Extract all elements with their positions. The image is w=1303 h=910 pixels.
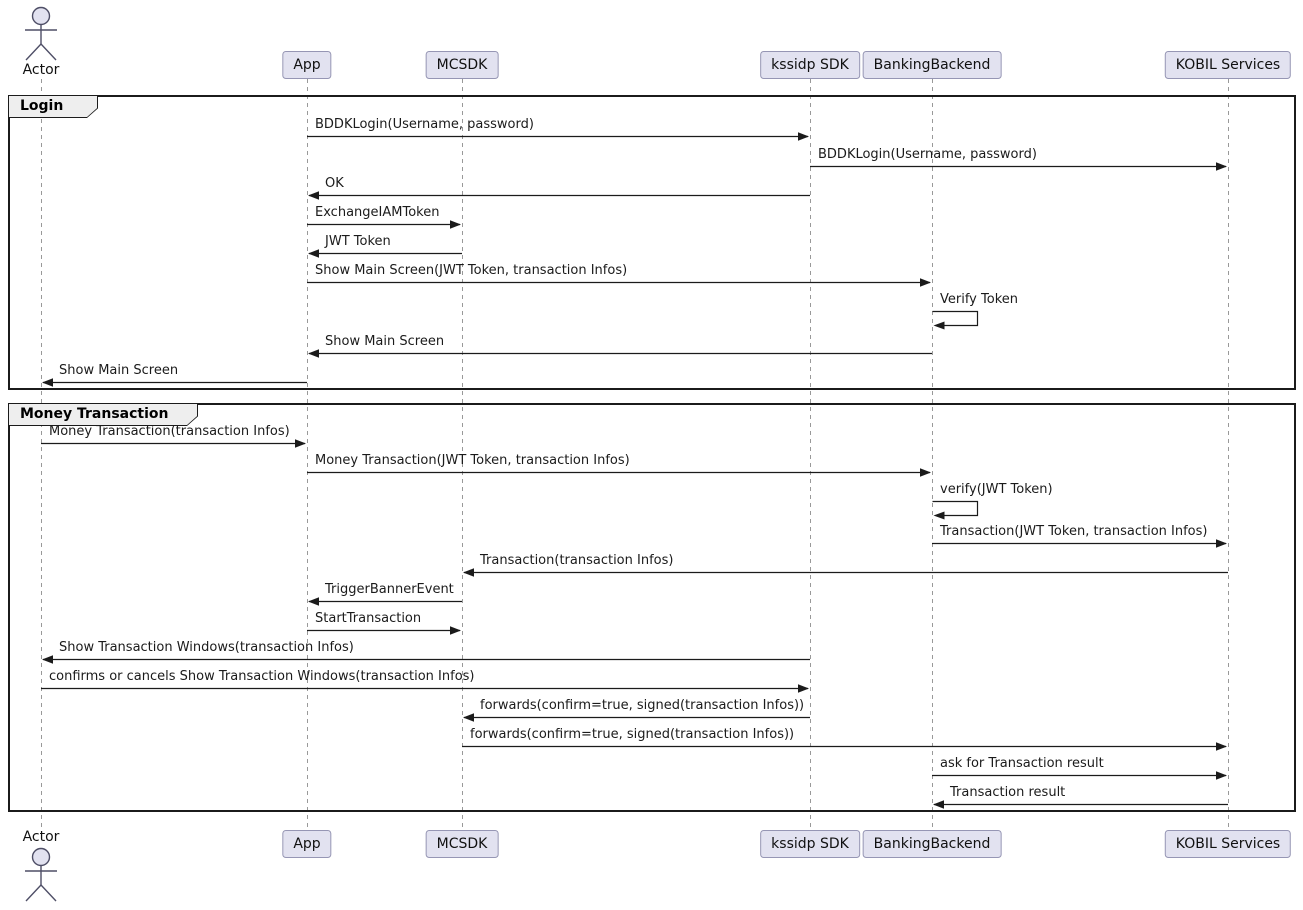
message-label-6: Verify Token <box>940 292 1018 307</box>
participant-box-kobil-bottom: KOBIL Services <box>1164 830 1292 858</box>
message-label-0: BDDKLogin(Username, password) <box>315 117 534 132</box>
actor-label-bottom: Actor <box>22 829 60 845</box>
participant-box-app-top: App <box>282 51 332 79</box>
message-label-13: Transaction(transaction Infos) <box>480 553 674 568</box>
message-label-19: forwards(confirm=true, signed(transactio… <box>470 727 795 742</box>
frame-tab-money: Money Transaction <box>8 403 198 426</box>
participant-box-mcsdk-top: MCSDK <box>425 51 499 79</box>
self-arrowhead-6 <box>933 321 945 330</box>
message-label-1: BDDKLogin(Username, password) <box>818 147 1037 162</box>
actor-limb <box>25 43 42 61</box>
message-label-3: ExchangeIAMToken <box>315 205 440 220</box>
participant-box-banking-top: BankingBackend <box>862 51 1002 79</box>
arrowhead-19 <box>1216 742 1227 751</box>
arrowhead-20 <box>1216 771 1227 780</box>
message-label-11: verify(JWT Token) <box>940 482 1053 497</box>
participant-box-kssidp-bottom: kssidp SDK <box>760 830 860 858</box>
participant-box-mcsdk-bottom: MCSDK <box>425 830 499 858</box>
arrowhead-3 <box>450 220 461 229</box>
actor-figure-bottom <box>25 847 57 902</box>
message-label-14: TriggerBannerEvent <box>325 582 454 597</box>
frame-money: Money Transaction <box>8 403 1296 812</box>
message-label-15: StartTransaction <box>315 611 422 626</box>
actor-head <box>31 6 51 26</box>
frame-label-money: Money Transaction <box>20 406 169 422</box>
participant-box-app-bottom: App <box>282 830 332 858</box>
actor-limb <box>40 43 57 61</box>
message-label-4: JWT Token <box>325 234 391 249</box>
message-label-16: Show Transaction Windows(transaction Inf… <box>59 640 354 655</box>
arrowhead-5 <box>920 278 931 287</box>
message-label-20: ask for Transaction result <box>940 756 1104 771</box>
actor-figure-top <box>25 6 57 61</box>
arrowhead-16 <box>42 655 53 664</box>
arrowhead-21 <box>933 800 944 809</box>
message-label-9: Money Transaction(transaction Infos) <box>49 424 290 439</box>
arrowhead-8 <box>42 378 53 387</box>
participant-box-banking-bottom: BankingBackend <box>862 830 1002 858</box>
frame-tab-login: Login <box>8 95 98 118</box>
message-label-5: Show Main Screen(JWT Token, transaction … <box>315 263 628 278</box>
arrowhead-4 <box>308 249 319 258</box>
frame-login: Login <box>8 95 1296 390</box>
frame-label-login: Login <box>20 98 64 114</box>
actor-limb <box>40 884 57 902</box>
message-label-17: confirms or cancels Show Transaction Win… <box>49 669 475 684</box>
arrowhead-2 <box>308 191 319 200</box>
actor-head <box>31 847 51 867</box>
arrowhead-18 <box>463 713 474 722</box>
message-label-8: Show Main Screen <box>59 363 179 378</box>
self-message-line-11 <box>932 500 979 517</box>
actor-label-top: Actor <box>22 62 60 78</box>
arrowhead-1 <box>1216 162 1227 171</box>
actor-limb <box>25 884 42 902</box>
message-label-10: Money Transaction(JWT Token, transaction… <box>315 453 630 468</box>
arrowhead-10 <box>920 468 931 477</box>
message-label-21: Transaction result <box>950 785 1066 800</box>
message-label-18: forwards(confirm=true, signed(transactio… <box>480 698 805 713</box>
arrowhead-0 <box>798 132 809 141</box>
self-message-line-6 <box>932 310 979 327</box>
arrowhead-15 <box>450 626 461 635</box>
arrowhead-14 <box>308 597 319 606</box>
arrowhead-12 <box>1216 539 1227 548</box>
participant-box-kssidp-top: kssidp SDK <box>760 51 860 79</box>
arrowhead-13 <box>463 568 474 577</box>
arrowhead-9 <box>295 439 306 448</box>
message-label-2: OK <box>325 176 344 191</box>
frame-tab-shape <box>9 404 197 425</box>
frame-tab-shape <box>9 96 97 117</box>
message-label-12: Transaction(JWT Token, transaction Infos… <box>940 524 1208 539</box>
message-label-7: Show Main Screen <box>325 334 445 349</box>
participant-box-kobil-top: KOBIL Services <box>1164 51 1292 79</box>
arrowhead-17 <box>798 684 809 693</box>
self-arrowhead-11 <box>933 511 945 520</box>
arrowhead-7 <box>308 349 319 358</box>
